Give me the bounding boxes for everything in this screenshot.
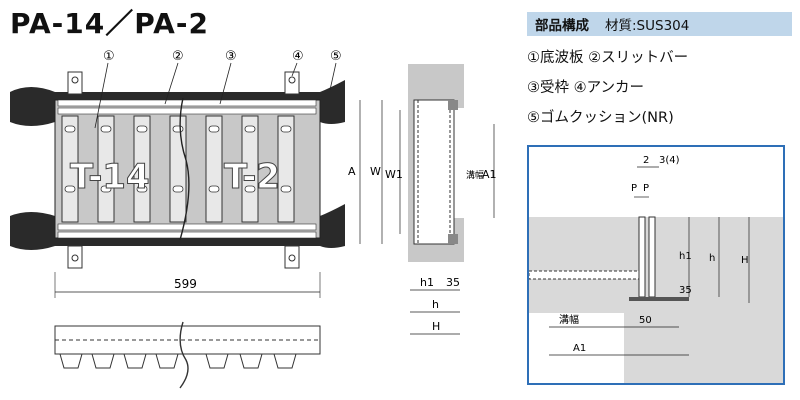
svg-text:3(4): 3(4) [659,155,680,166]
svg-text:H: H [432,320,440,333]
svg-text:35: 35 [679,285,692,296]
svg-text:A1: A1 [573,343,586,354]
parts-row: ⑤ゴムクッション(NR) [527,110,674,126]
svg-text:h1: h1 [420,276,434,289]
label-t2: T-2 [224,157,280,197]
material-label: 材質:SUS304 [605,18,690,34]
parts-list: 部品構成 材質:SUS304 ①底波板 ②スリットバー ③受枠 ④アンカー ⑤ゴ… [527,12,792,126]
slit-bars [61,115,295,223]
label-t14: T-14 [70,157,150,197]
callouts: ① ② ③ ④ ⑤ [103,49,342,64]
svg-text:50: 50 [639,315,652,326]
svg-text:②: ② [172,49,184,64]
parts-heading: 部品構成 [535,18,589,34]
svg-text:④: ④ [292,49,304,64]
svg-text:①: ① [103,49,115,64]
svg-text:A: A [348,165,356,178]
length-dim: 599 [174,277,197,291]
break-line [179,97,190,241]
parts-row: ①底波板 ②スリットバー [527,50,689,66]
svg-text:A1: A1 [482,168,497,181]
elevation-view [54,321,321,389]
svg-text:h: h [709,253,715,264]
anchors [67,71,300,269]
svg-text:h1: h1 [679,251,692,262]
svg-text:③: ③ [225,49,237,64]
svg-text:W: W [370,165,381,178]
slit-row-top [57,99,317,115]
svg-text:35: 35 [446,276,460,289]
slit-row-bottom [57,223,317,239]
section-dim-lines [359,100,495,335]
detail-panel: 2 3(4) P P h1 h H 35 溝幅 50 A1 [527,145,785,385]
section-dims: A W W1 A1 h1 35 h H 溝幅 [348,165,497,333]
parts-row: ③受枠 ④アンカー [527,80,645,96]
svg-text:W1: W1 [385,168,403,181]
svg-text:P: P [631,183,637,194]
svg-text:P: P [643,183,649,194]
detail-drawing: 2 3(4) P P h1 h H 35 溝幅 50 A1 [528,155,783,383]
detail-labels: 2 3(4) P P h1 h H 35 溝幅 50 A1 [559,155,749,354]
svg-text:溝幅: 溝幅 [466,169,484,181]
parts-header: 部品構成 材質:SUS304 [527,12,792,36]
svg-text:⑤: ⑤ [330,49,342,64]
bar-slots [64,125,292,193]
svg-text:溝幅: 溝幅 [559,313,579,326]
svg-text:2: 2 [643,155,649,166]
section-view [408,64,464,262]
plan-drawing: T-14 T-2 ① ② ③ ④ ⑤ 599 [10,49,497,389]
svg-text:H: H [741,255,749,266]
svg-text:h: h [432,298,439,311]
page-title: PA-14／PA-2 [10,7,209,40]
